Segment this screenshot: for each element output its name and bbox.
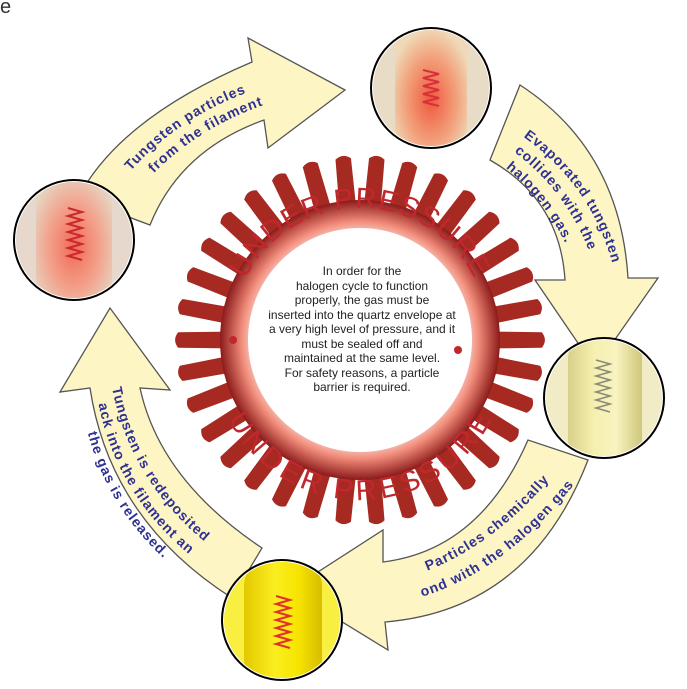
center-line: maintained at the same level.	[283, 351, 441, 365]
center-line: inserted into the quartz envelope at	[268, 307, 456, 322]
bulb-yellow-right-icon	[543, 337, 665, 459]
arrows	[58, 36, 660, 652]
center-line: properly, the gas must be	[294, 293, 430, 307]
center-line: barrier is required.	[313, 380, 411, 394]
center-line: a very high level of pressure, and it	[268, 322, 456, 336]
bulb-yellow-bottom-icon	[221, 559, 343, 681]
arrow-step-4	[58, 306, 263, 599]
bulb-red-left-icon	[13, 179, 135, 301]
bulb-red-top-right-icon	[370, 27, 492, 149]
corner-letter: e	[0, 0, 12, 18]
center-line: For safety reasons, a particle	[284, 365, 440, 380]
center-line: halogen cycle to function	[295, 278, 429, 293]
arrow-step-3	[288, 439, 589, 652]
arrow-step-1	[77, 36, 347, 226]
center-description: In order for the halogen cycle to functi…	[244, 264, 480, 395]
sunburst-center	[248, 228, 472, 452]
center-line: In order for the	[322, 264, 402, 278]
arrow-step-2	[489, 84, 660, 370]
center-line: must be sealed off and	[301, 336, 423, 351]
center-dot-left	[229, 336, 237, 344]
center-dot-right	[454, 346, 462, 354]
